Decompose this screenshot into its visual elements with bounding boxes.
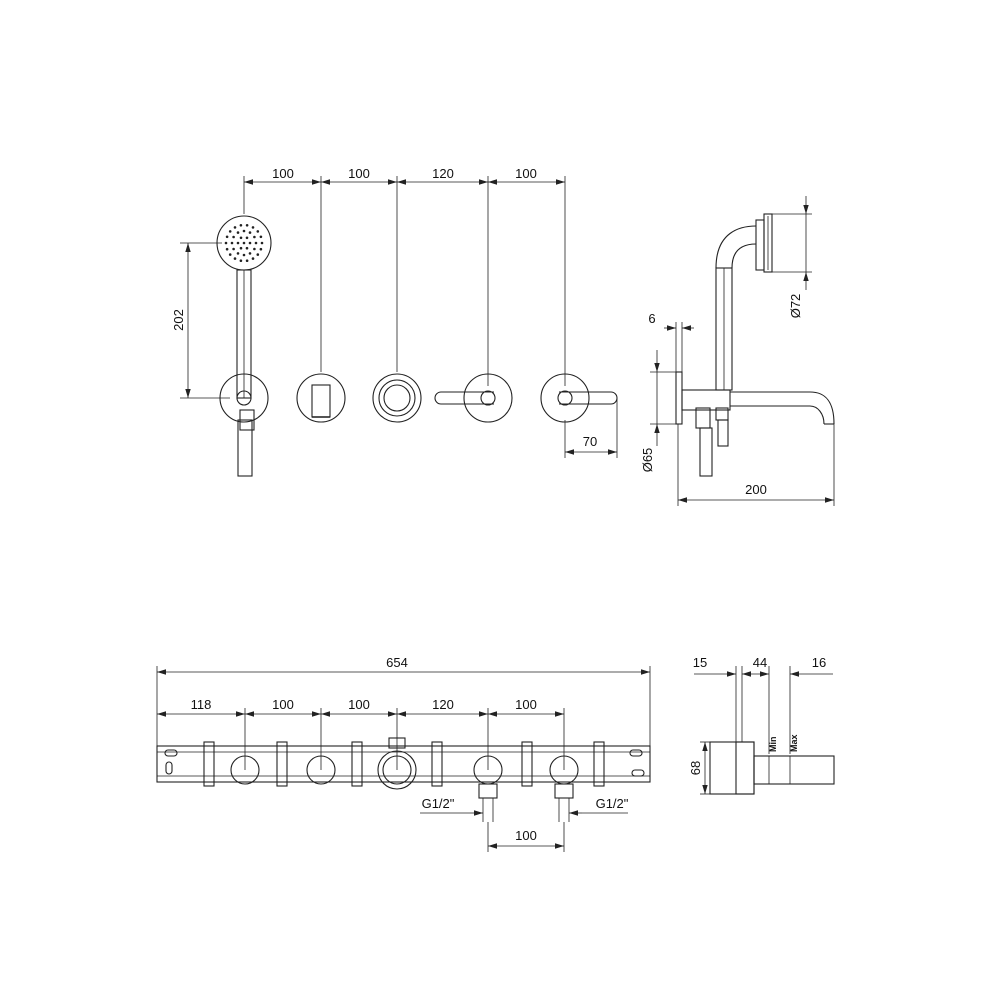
hand-shower — [216, 215, 272, 477]
spray-nozzle — [256, 230, 260, 233]
lever-valve-left — [434, 373, 513, 423]
dim-lever-reach: 70 — [583, 434, 597, 449]
spray-nozzle — [230, 241, 234, 245]
label-min: Min — [768, 737, 778, 753]
spray-nozzle — [248, 241, 252, 245]
inlet-right: G1/2" — [554, 783, 629, 822]
spray-nozzle — [232, 247, 235, 251]
spray-nozzle — [225, 247, 229, 251]
dim-plate-thickness: 6 — [648, 311, 655, 326]
inlet-left: G1/2" — [420, 783, 498, 822]
spray-nozzle — [248, 231, 252, 234]
side-view: 6 Ø65 Ø72 — [640, 196, 835, 506]
spray-nozzle — [242, 241, 246, 245]
dim-spacing-1: 100 — [272, 166, 294, 181]
spray-nozzle — [245, 236, 249, 240]
dim-spacing-4: 100 — [515, 166, 537, 181]
dim-first-offset: 118 — [191, 697, 212, 712]
spray-nozzle — [248, 252, 252, 255]
spray-nozzle — [236, 231, 240, 234]
spray-nozzle — [259, 235, 263, 239]
front-view: 100 100 120 100 202 — [171, 166, 618, 477]
dim-rough-spacing-4: 100 — [515, 697, 537, 712]
valve-body-2 — [306, 755, 336, 785]
diverter-control — [296, 373, 346, 423]
spray-nozzle — [233, 226, 237, 229]
spray-nozzle — [224, 241, 228, 245]
handshower-height-dimension: 202 — [171, 242, 230, 399]
label-max: Max — [789, 734, 799, 752]
spray-nozzle — [239, 236, 243, 240]
spray-nozzle — [253, 247, 256, 251]
lever-valve-right: 70 — [540, 373, 618, 458]
inlet-right-thread: G1/2" — [596, 796, 629, 811]
dim-depth-2: 44 — [753, 655, 767, 670]
dim-spacing-2: 100 — [348, 166, 370, 181]
spacing-dimension-row: 100 100 120 100 — [244, 166, 565, 185]
dim-depth-1: 15 — [693, 655, 707, 670]
dim-spacing-3: 120 — [432, 166, 454, 181]
valve-body-3 — [377, 750, 417, 790]
dim-inlet-spacing: 100 — [515, 828, 537, 843]
spray-nozzle — [254, 241, 258, 245]
spray-nozzle — [259, 247, 263, 251]
dim-plate-diameter: Ø65 — [640, 448, 655, 473]
valve-body-1 — [230, 755, 260, 785]
spray-nozzle — [239, 246, 243, 250]
dim-overall-length: 654 — [386, 655, 408, 670]
spray-nozzles — [224, 224, 264, 263]
spray-nozzle — [251, 226, 255, 229]
spray-nozzle — [242, 229, 246, 233]
spray-nozzle — [242, 253, 246, 257]
dim-spout-projection: 200 — [745, 482, 767, 497]
spray-nozzle — [256, 253, 260, 256]
spray-nozzle — [225, 235, 229, 239]
inlet-left-thread: G1/2" — [422, 796, 455, 811]
rough-in-side-view: 15 44 16 Min Max 68 — [688, 655, 835, 795]
dim-head-diameter: Ø72 — [788, 294, 803, 319]
dim-depth-3: 16 — [812, 655, 826, 670]
spray-nozzle — [232, 235, 235, 239]
spray-nozzle — [245, 224, 249, 227]
spray-nozzle — [233, 257, 237, 260]
spray-nozzle — [253, 235, 256, 239]
mounting-rail — [156, 737, 651, 787]
dim-rough-spacing-3: 120 — [432, 697, 454, 712]
dim-rough-height: 68 — [688, 761, 703, 775]
dim-handshower-height: 202 — [171, 309, 186, 331]
rough-in-front-view: 654 118 100 100 120 100 — [156, 655, 651, 852]
spray-nozzle — [245, 246, 249, 250]
spray-nozzle — [228, 253, 232, 256]
spray-nozzle — [239, 259, 243, 263]
dim-rough-spacing-1: 100 — [272, 697, 294, 712]
spray-nozzle — [245, 259, 249, 263]
spray-nozzle — [236, 252, 240, 255]
spray-nozzle — [260, 241, 264, 245]
thermostatic-control — [372, 373, 422, 423]
dim-rough-spacing-2: 100 — [348, 697, 370, 712]
spray-nozzle — [236, 241, 240, 245]
spray-nozzle — [251, 257, 255, 260]
spray-nozzle — [239, 224, 243, 227]
spray-nozzle — [228, 230, 232, 233]
